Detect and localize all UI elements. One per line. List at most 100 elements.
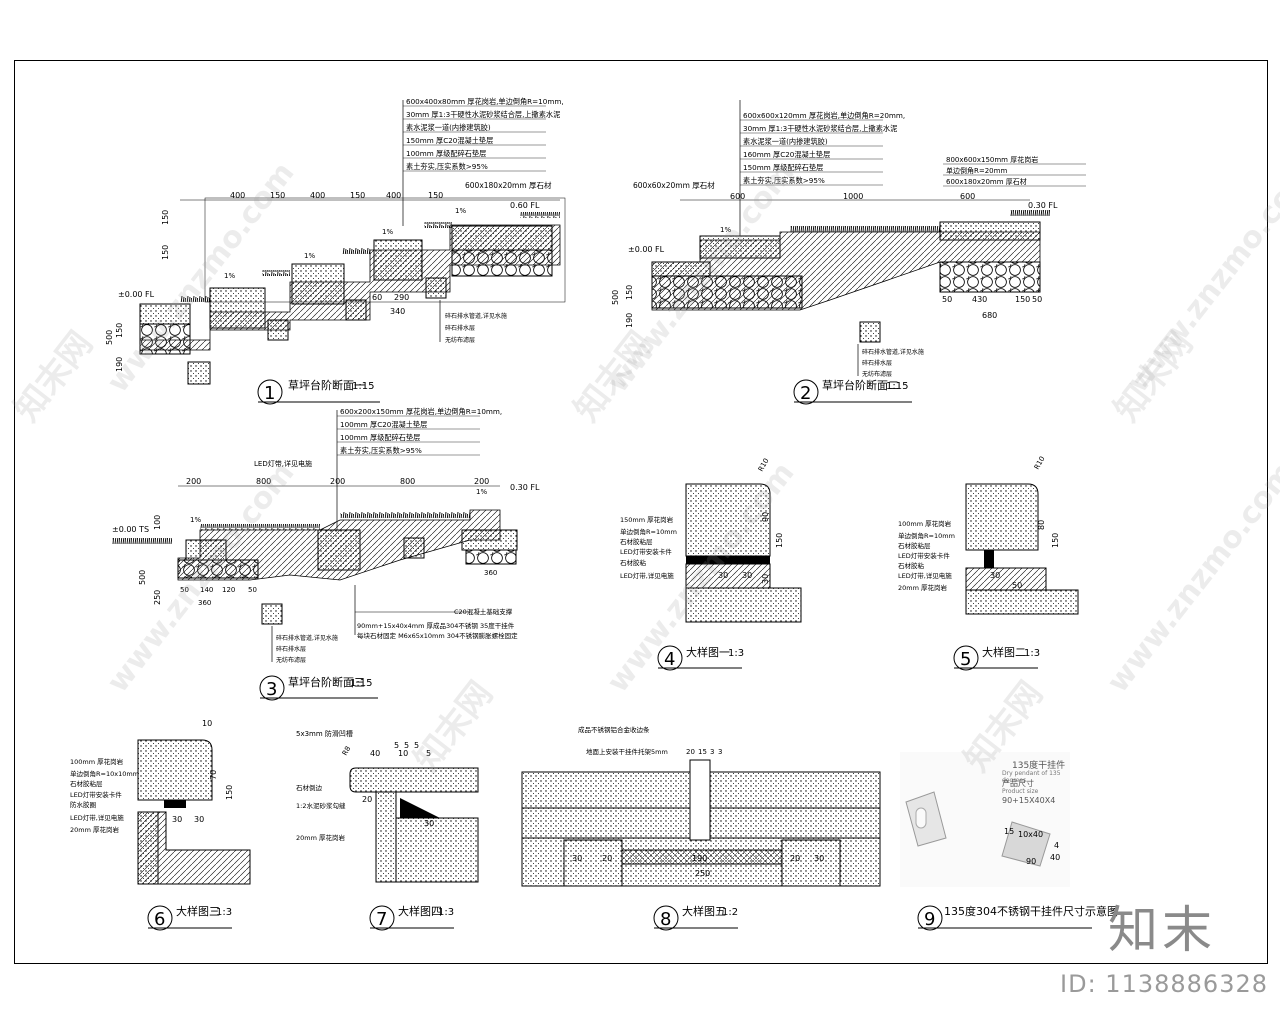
section-scale: 1:3 (216, 907, 232, 918)
dim-label: 30 (194, 815, 204, 824)
section-title: 大样图二 (982, 645, 1026, 659)
dim-label: R10 (1033, 455, 1047, 471)
annotation-label: 800x600x150mm 厚花岗岩 (946, 155, 1038, 164)
dim-label: 800 (400, 477, 415, 486)
detail-label: 石材胶粘层 (70, 779, 103, 788)
thumb-size: 90+15X40X4 (1002, 796, 1056, 805)
section-title: 135度304不锈钢干挂件尺寸示意图 (944, 904, 1118, 918)
dim-label: 150 (161, 210, 170, 225)
section-number: 1 (264, 383, 275, 404)
section-number: 6 (154, 909, 165, 930)
section-3: 600x200x150mm 厚花岗岩,单边倒角R=10mm,100mm 厚C20… (112, 407, 540, 701)
legend-label: 碎石排水层 (862, 359, 892, 367)
dim-label: 100 (153, 515, 162, 530)
dim-label: 290 (394, 293, 409, 302)
dim-label: 5 (394, 741, 399, 750)
level-label: ±0.00 TS (112, 525, 149, 534)
section-title: 草坪台阶断面三 (288, 675, 365, 689)
detail-label: LED灯带安装卡件 (898, 551, 950, 560)
thumb-size-sub: Product size (1002, 788, 1039, 795)
note-label: 每块石材固定 M6x65x10mm 304不锈钢膨胀螺栓固定 (357, 631, 518, 640)
section-title: 大样图四 (398, 904, 442, 918)
detail-label: 150mm 厚花岗岩 (620, 515, 674, 524)
slope-label: 1% (720, 226, 731, 234)
dim-label: 10x40 (1018, 830, 1043, 839)
dim-label: 80 (1037, 520, 1046, 530)
annotation-label: 600x200x150mm 厚花岗岩,单边倒角R=10mm, (340, 407, 502, 416)
drawing-frame (14, 60, 1268, 964)
dim-label: 200 (186, 477, 201, 486)
dim-label: 600 (730, 192, 745, 201)
dim-label: 150 (270, 191, 285, 200)
legend-label: 无纺布滤层 (445, 336, 475, 344)
annotation-label: 600x600x120mm 厚花岗岩,单边倒角R=20mm, (743, 111, 905, 120)
dim-label: R8 (341, 745, 353, 757)
detail-label: 石材胶粘 (898, 561, 925, 570)
annotation-label: 30mm 厚1:3干硬性水泥砂浆结合层,上撒素水泥 (406, 110, 560, 119)
dim-label: 150 (1015, 295, 1030, 304)
section-number: 5 (960, 649, 971, 670)
dim-label: R10 (757, 457, 771, 473)
section-title: 草坪台阶断面二 (822, 378, 899, 392)
slope-label: 1% (304, 252, 315, 260)
annotation-label: 600x400x80mm 厚花岗岩,单边倒角R=10mm, (406, 97, 564, 106)
dim-label: 30 (718, 571, 728, 580)
section-number: 9 (924, 909, 935, 930)
dim-label: 190 (625, 313, 634, 328)
dim-label: 60 (372, 293, 382, 302)
dim-label: 190 (115, 357, 124, 372)
section-number: 3 (266, 679, 277, 700)
dim-label: 150 (775, 533, 784, 548)
dim-label: 50 (180, 586, 189, 594)
dim-label: 30 (761, 574, 770, 584)
dim-label: 30 (990, 571, 1000, 580)
section-scale: 1:15 (350, 678, 372, 689)
section-title: 大样图一 (686, 645, 730, 659)
dim-label: 10 (398, 749, 408, 758)
detail-label: LED灯带安装卡件 (70, 790, 122, 799)
dim-label: 30 (572, 854, 582, 863)
dim-label: 40 (1050, 853, 1060, 862)
section-number: 7 (376, 909, 387, 930)
bracket-thumbnail: 135度干挂件 Dry pendant of 135 degrees 产品尺寸 … (900, 752, 1070, 887)
dim-label: 360 (198, 599, 211, 607)
detail-5: 100mm 厚花岗岩 单边倒角R=10mm 石材胶粘层 LED灯带安装卡件 石材… (898, 455, 1079, 671)
dim-label: 150 (1051, 533, 1060, 548)
dim-label: 3 (710, 748, 714, 756)
slope-label: 1% (190, 516, 201, 524)
detail-label: 20mm 厚花岗岩 (898, 583, 948, 592)
dim-label: 5 (404, 741, 409, 750)
detail-label: 单边倒角R=10mm (898, 531, 955, 540)
dim-label: 140 (200, 586, 213, 594)
level-label: ±0.00 FL (628, 245, 665, 254)
detail-label: 单边倒角R=10mm (620, 527, 677, 536)
dim-label: 150 (115, 323, 124, 338)
dim-label: 680 (982, 311, 997, 320)
slope-label: 1% (476, 488, 487, 496)
annotation-label: 30mm 厚1:3干硬性水泥砂浆结合层,上撒素水泥 (743, 124, 897, 133)
detail-label: 单边倒角R=10x10mm (70, 769, 139, 778)
section-title: 大样图三 (176, 904, 220, 918)
legend-label: 无纺布滤层 (276, 656, 306, 664)
dim-label: 150 (625, 285, 634, 300)
dim-label: 1000 (843, 192, 863, 201)
detail-9: 9 135度304不锈钢干挂件尺寸示意图 (917, 904, 1118, 931)
detail-label: 石材胶粘层 (898, 541, 931, 550)
note-label: 90mm+15x40x4mm 厚成品304不锈钢 35度干挂件 (357, 621, 515, 630)
detail-label: 20mm 厚花岗岩 (296, 833, 346, 842)
section-scale: 1:15 (886, 381, 908, 392)
detail-label: 5x3mm 防滑凹槽 (296, 729, 353, 738)
dim-label: 30 (424, 819, 434, 828)
dim-label: 500 (138, 570, 147, 585)
legend-label: 无纺布滤层 (862, 370, 892, 378)
dim-label: 5 (414, 741, 419, 750)
detail-label: LED灯带安装卡件 (620, 547, 672, 556)
dim-label: 50 (1012, 581, 1022, 590)
dim-label: 90 (761, 512, 770, 522)
dim-label: 190 (692, 854, 707, 863)
note-label: 600x180x20mm 厚石材 (465, 180, 552, 190)
section-scale: 1:15 (352, 381, 374, 392)
detail-label: 100mm 厚花岗岩 (70, 757, 124, 766)
dim-label: 40 (370, 749, 380, 758)
dim-label: 150 (225, 785, 234, 800)
